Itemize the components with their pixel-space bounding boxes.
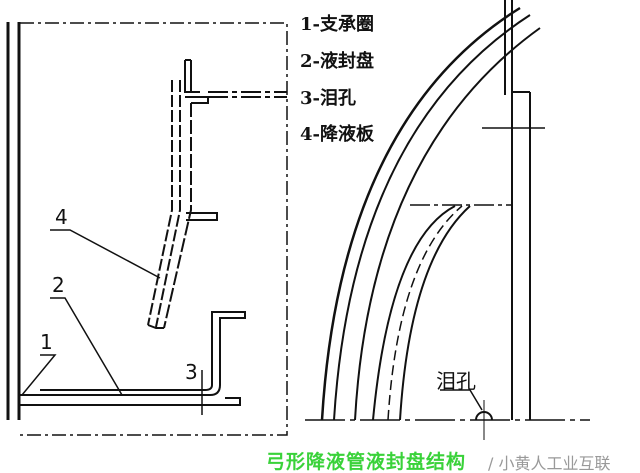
watermark: / 小黄人工业互联 bbox=[488, 454, 611, 473]
weep-hole-label: 泪孔 bbox=[436, 369, 476, 393]
callout-2: 2 bbox=[52, 273, 65, 297]
legend-item-support-ring: 1-支承圈 bbox=[300, 14, 374, 35]
callout-3: 3 bbox=[185, 360, 198, 384]
callout-1: 1 bbox=[40, 330, 53, 354]
legend-item-downcomer-plate: 4-降液板 bbox=[300, 124, 374, 145]
legend-item-seal-pan: 2-液封盘 bbox=[300, 51, 374, 72]
caption: 弓形降液管液封盘结构 bbox=[266, 451, 467, 473]
callout-4: 4 bbox=[55, 205, 68, 229]
legend-item-weep-hole: 3-泪孔 bbox=[300, 88, 356, 109]
left-view bbox=[6, 22, 288, 436]
right-view bbox=[305, 0, 590, 440]
